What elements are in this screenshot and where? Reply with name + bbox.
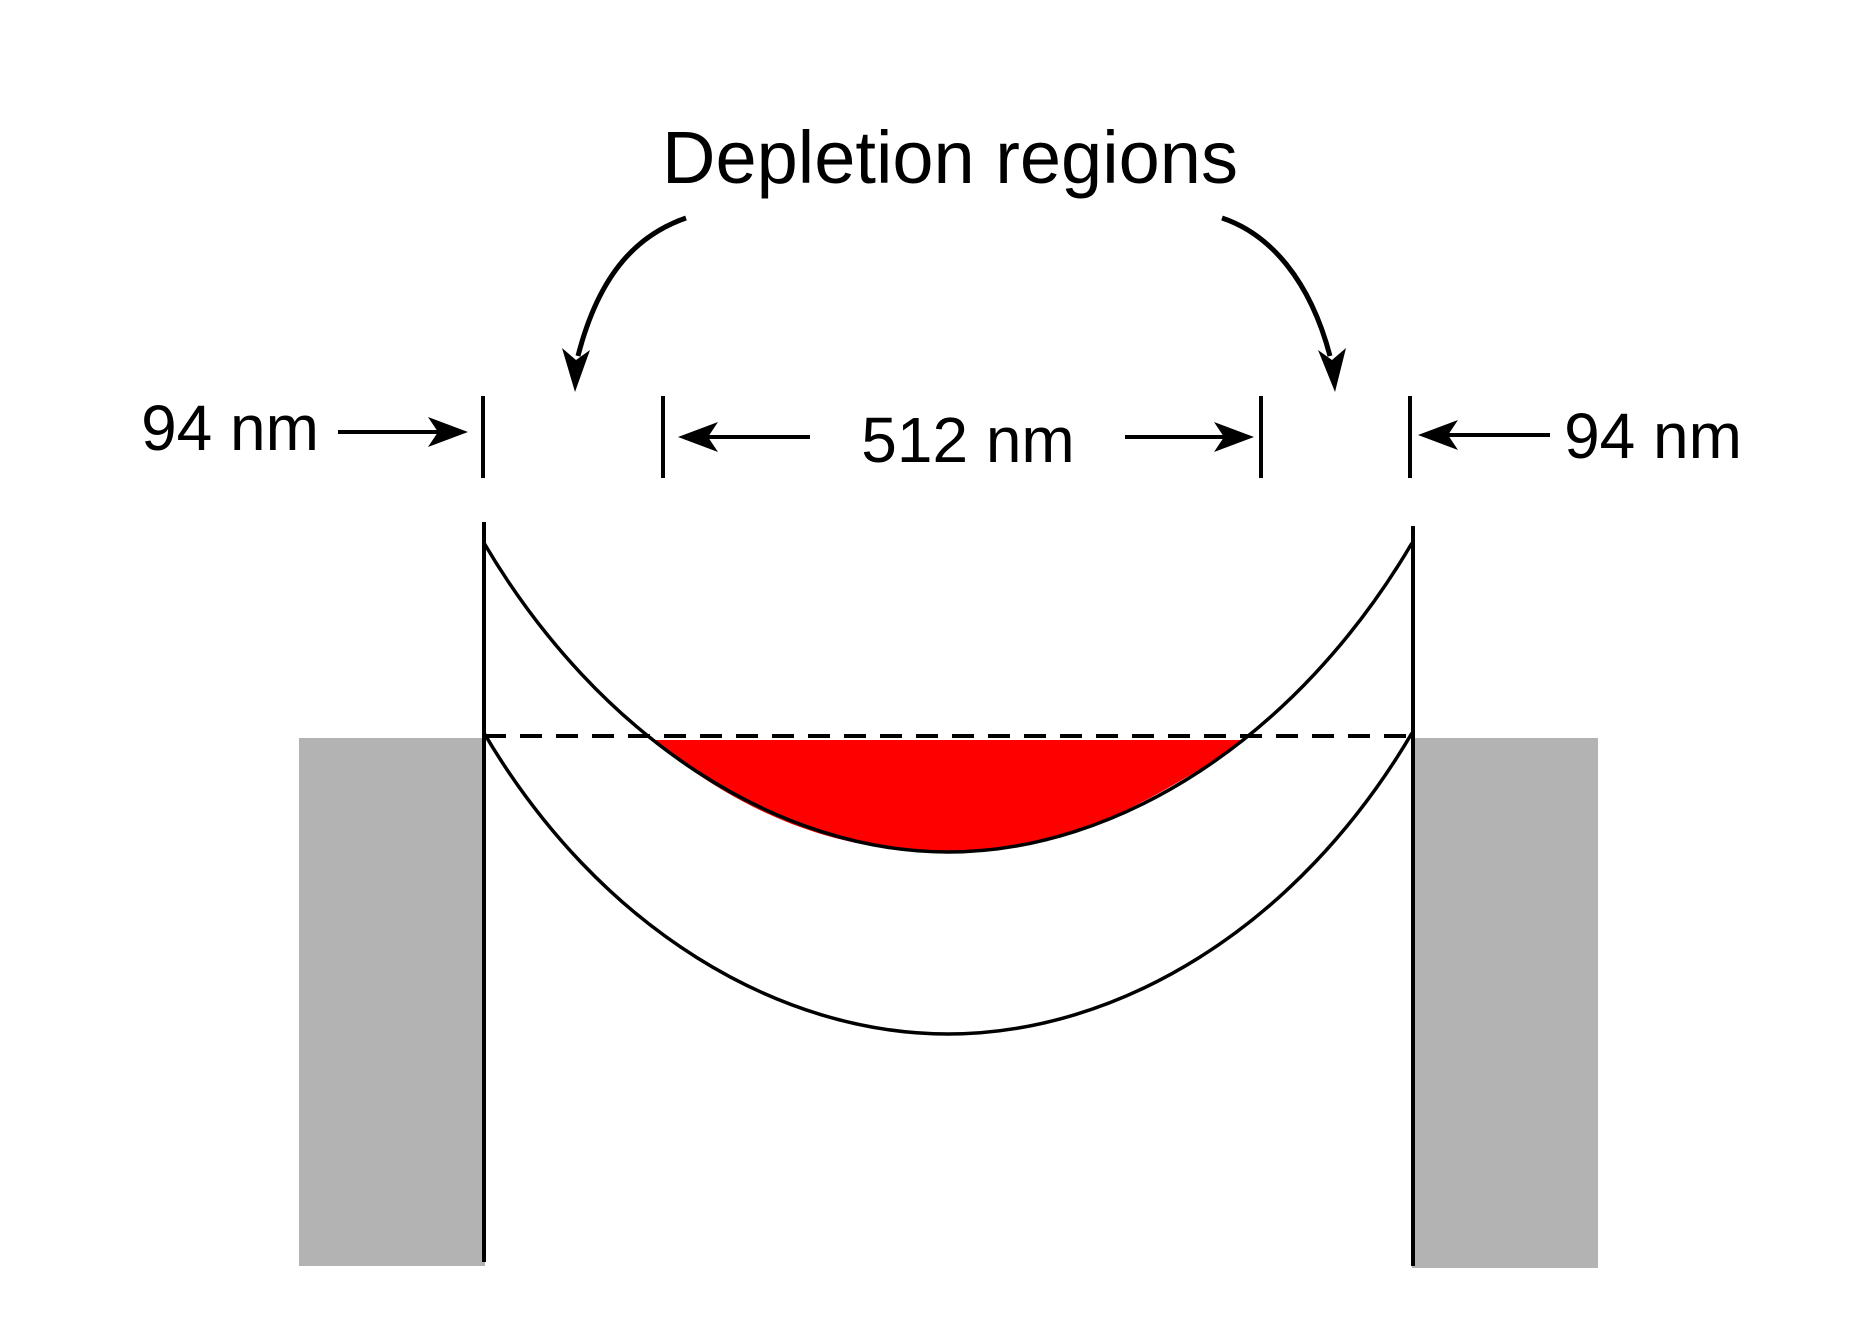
center-512nm-left-arrowhead (678, 422, 718, 452)
right-94nm-arrowhead (1418, 420, 1458, 450)
right-depletion-pointer-arrow (1221, 215, 1333, 357)
upper-band-curve (482, 542, 1414, 854)
left-depletion-pointer-arrow (575, 215, 687, 357)
left-depletion-pointer-arrowhead (562, 348, 590, 392)
left-94nm-arrowhead (428, 417, 468, 447)
center-width-label: 512 nm (861, 404, 1074, 476)
right-depletion-pointer-arrowhead (1318, 348, 1346, 392)
diagram-title: Depletion regions (662, 116, 1238, 199)
lower-band-curve (482, 732, 1414, 1036)
left-width-label: 94 nm (141, 392, 319, 464)
right-width-label: 94 nm (1564, 400, 1742, 472)
center-512nm-right-arrowhead (1214, 422, 1254, 452)
left-contact-block (299, 738, 485, 1266)
right-contact-block (1412, 738, 1598, 1268)
